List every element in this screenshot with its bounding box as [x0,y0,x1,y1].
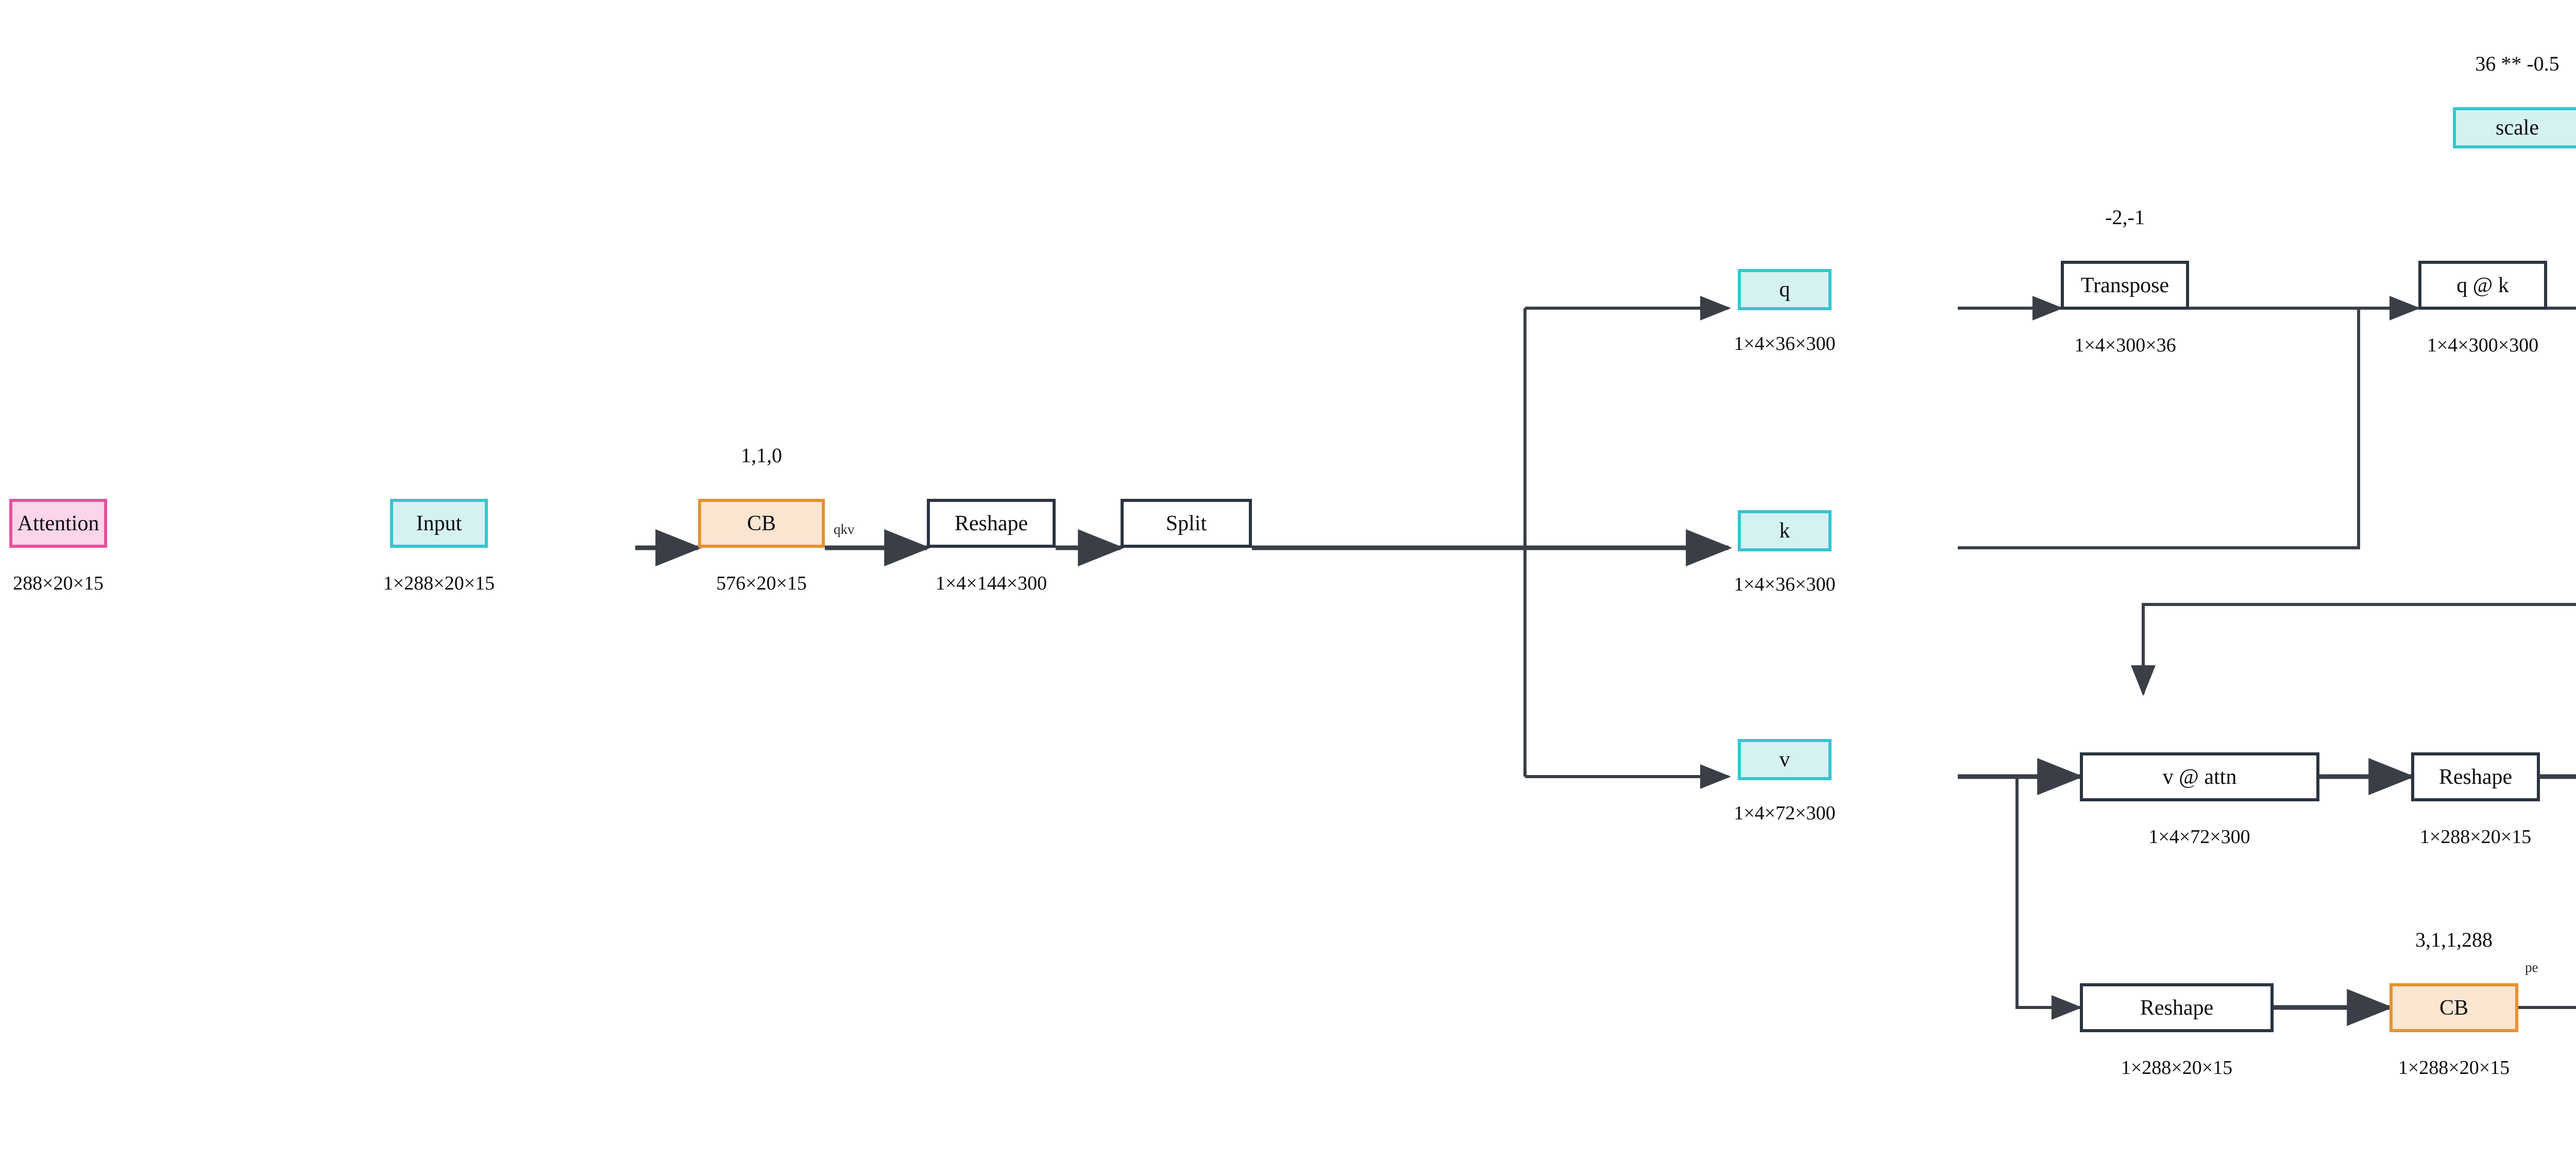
node-split-label: Split [1165,511,1207,535]
shape-q: 1×4×36×300 [1734,333,1836,355]
node-v-attn-label: v @ attn [2162,765,2237,789]
node-k-label: k [1779,519,1790,543]
node-cb-pe[interactable]: CB [2389,983,2518,1032]
node-transpose-1[interactable]: Transpose [2061,261,2189,310]
shape-reshape-1: 1×4×144×300 [935,573,1047,594]
param-cb-pe: 3,1,1,288 [2415,928,2493,951]
node-q-label: q [1779,278,1790,301]
node-attention[interactable]: Attention [9,499,107,548]
node-input-label: Input [416,511,462,535]
edge-label-qkv: qkv [834,522,855,537]
edge-label-pe: pe [2525,960,2538,975]
node-qk-label: q @ k [2456,273,2509,297]
node-scale[interactable]: scale [2453,107,2576,148]
node-reshape-2-label: Reshape [2438,765,2513,789]
node-reshape-3[interactable]: Reshape [2080,983,2274,1032]
shape-k: 1×4×36×300 [1734,574,1836,595]
node-reshape-1-label: Reshape [954,511,1028,535]
node-cb-qkv-label: CB [747,511,776,535]
node-v-attn[interactable]: v @ attn [2080,752,2319,801]
shape-transpose-1: 1×4×300×36 [2074,334,2176,356]
param-cb-qkv: 1,1,0 [741,444,782,467]
shape-v: 1×4×72×300 [1734,802,1836,824]
node-transpose-1-label: Transpose [2080,273,2170,297]
shape-cb-qkv: 576×20×15 [716,573,807,594]
node-q[interactable]: q [1738,269,1832,310]
node-split[interactable]: Split [1121,499,1252,548]
shape-cb-pe: 1×288×20×15 [2398,1057,2510,1079]
param-scale: 36 ** -0.5 [2475,52,2560,75]
shape-input: 1×288×20×15 [383,573,495,594]
node-cb-qkv[interactable]: CB [698,499,825,548]
node-qk[interactable]: q @ k [2418,261,2547,310]
node-input[interactable]: Input [390,499,488,548]
node-k[interactable]: k [1738,510,1832,551]
shape-reshape-2: 1×288×20×15 [2419,826,2532,848]
node-v[interactable]: v [1738,739,1832,780]
node-reshape-2[interactable]: Reshape [2411,752,2540,801]
edge-v-reshape3 [2015,777,2082,1020]
node-cb-pe-label: CB [2439,996,2469,1020]
node-v-label: v [1779,748,1790,771]
node-scale-label: scale [2496,116,2539,140]
node-reshape-1[interactable]: Reshape [927,499,1056,548]
edge-transpose2-vattn [2131,603,2576,696]
shape-v-attn: 1×4×72×300 [2148,826,2250,848]
shape-qk: 1×4×300×300 [2427,334,2539,356]
node-attention-label: Attention [17,511,99,535]
shape-reshape-3: 1×288×20×15 [2121,1057,2233,1079]
param-transpose-1: -2,-1 [2105,206,2145,229]
shape-attention: 288×20×15 [13,573,104,594]
edge-k-qk [1958,308,2360,549]
node-reshape-3-label: Reshape [2140,996,2214,1020]
